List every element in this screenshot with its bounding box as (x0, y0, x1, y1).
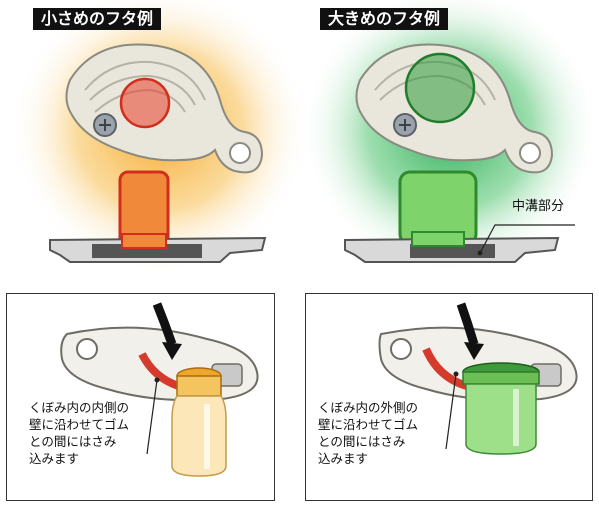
small-lid-instruction-box: くぼみ内の内側の 壁に沿わせてゴム との間にはさみ 込みます (6, 293, 275, 501)
large-lid-caption: くぼみ内の外側の 壁に沿わせてゴム との間にはさみ 込みます (318, 399, 419, 467)
large-lid-insert-illustration (378, 302, 578, 455)
small-lid-insert-illustration (60, 302, 259, 477)
small-lid-panel: 小さめのフタ例 (0, 0, 310, 285)
caption-line: くぼみ内の内側の (29, 400, 130, 415)
caption-line: 込みます (29, 451, 80, 466)
large-lid-instruction-box: くぼみ内の外側の 壁に沿わせてゴム との間にはさみ 込みます (305, 293, 593, 501)
caption-line: 込みます (318, 451, 369, 466)
small-lid-illustration (10, 0, 310, 275)
caption-line: 壁に沿わせてゴム (318, 417, 419, 432)
large-lid-panel: 大きめのフタ例 中溝部分 (300, 0, 599, 285)
middle-groove-label: 中溝部分 (512, 199, 565, 214)
caption-line: との間にはさみ (318, 434, 406, 449)
caption-line: 壁に沿わせてゴム (29, 417, 130, 432)
small-lid-title: 小さめのフタ例 (33, 8, 162, 30)
caption-line: との間にはさみ (29, 434, 117, 449)
caption-line: くぼみ内の外側の (318, 400, 419, 415)
small-lid-caption: くぼみ内の内側の 壁に沿わせてゴム との間にはさみ 込みます (29, 399, 130, 467)
large-lid-illustration (300, 0, 599, 275)
large-lid-title: 大きめのフタ例 (320, 8, 449, 30)
